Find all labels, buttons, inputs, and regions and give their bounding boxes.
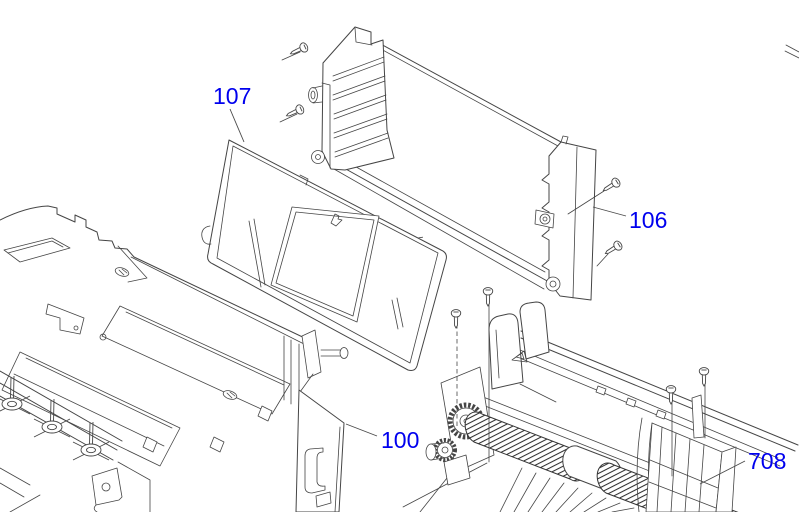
frame-post-front [488,313,524,390]
panel-top-edge [378,47,559,147]
chassis-bracket [45,303,85,335]
screw-axis-lines [279,51,301,123]
panel-flange-edge [333,168,545,290]
panel-end-cap [541,141,597,301]
round-hole [99,333,107,341]
chassis-rear-edge [0,205,312,342]
screw-icon [482,287,494,307]
oval-hole-hatch [226,391,236,399]
mid-rail [504,344,781,467]
screw-boss-hole [539,213,551,225]
wall-clip-lower [315,491,332,508]
chassis-recess-upper-floor [125,311,285,386]
screw-icon [600,176,623,195]
part-chassis-100 [0,205,349,512]
bracket-bottom-hole-inner [315,154,321,160]
tray-corner-edge [419,477,448,512]
cover-crease-left [248,218,266,288]
part-rear-panel-106 [279,26,799,301]
cover-window [270,206,380,323]
chassis-opening [3,237,71,263]
bracket-boss-core [310,90,316,100]
cover-arrow-mark [330,213,343,227]
end-cap-bottom-boss-inner [549,280,557,288]
bracket-boss-cylinder [308,87,318,103]
corner-post [301,329,322,379]
hinge-hole [101,482,111,492]
lattice-post [691,394,705,439]
vent-louvers [332,56,389,158]
shaft-clips [595,385,667,420]
panel-bottom-inner-edge [339,157,546,273]
leader-line-107 [229,108,245,143]
oval-hole [114,267,130,277]
screw-icon [450,309,462,329]
post-inner-line [495,329,500,379]
end-cap-fold-line [572,146,578,299]
end-cap-top-tab [560,135,569,145]
vent-bracket-left-strip [321,82,331,169]
post-brace [519,383,557,403]
corner-pin-head [339,347,349,359]
back-rail [520,330,799,452]
screw-icon [284,103,306,121]
callouts: 107 106 100 708 [213,83,786,485]
lattice-right-tab [715,446,737,512]
part-roller-assembly-708 [402,287,799,512]
screw-icon [602,239,625,258]
cover-crease-right [391,297,404,330]
chassis-recess-upper [101,305,291,415]
screw-icon [698,367,710,387]
shaft-knob [425,443,437,461]
vent-bracket-peak-fold [354,27,373,46]
chassis-tabs [142,405,273,453]
part-label-708: 708 [748,448,786,474]
chassis-corner-fold [117,245,148,283]
part-rear-cover-107 [201,139,447,371]
lattice-grid [648,426,719,512]
tray-rib-lines [499,467,635,512]
cover-window-inner [275,211,375,317]
bracket-boss-links [312,85,323,104]
chassis-opening-inner [7,240,64,254]
cover-top-notch [299,174,309,186]
leader-line-106 [592,206,627,217]
cover-left-tab [201,225,212,245]
shaft-links [430,442,445,461]
leader-line-100 [345,423,378,437]
frame-post-rear [519,301,550,360]
bottom-left-fragments [0,467,41,512]
vent-bracket [321,26,395,171]
end-cap-bottom-boss [545,276,561,292]
part-label-107: 107 [213,83,251,109]
screw-axis-lines [488,301,706,477]
wall-clip [304,447,326,494]
bracket-bottom-hole [311,150,325,164]
drive-gear-small [433,438,457,462]
chassis-ribs [283,335,300,409]
tray-rail-left [402,462,488,508]
bracket-hole [73,325,79,331]
chassis-recess-lower-floor [13,357,173,447]
front-face-edges [93,461,151,512]
part-label-106: 106 [629,207,667,233]
part-label-100: 100 [381,427,419,453]
gear-lower-bracket [443,454,471,486]
oval-hole [222,390,238,400]
post-triangle-mark [511,350,528,363]
oval-hole-hatch [118,268,128,276]
leader-line-708 [699,460,746,485]
corner-pin [320,349,342,357]
chassis-recess-lower [1,351,181,467]
post-to-wall [299,373,314,393]
edge-fragment [784,44,799,59]
right-wall-inner-edge [334,426,341,512]
screw-boss-hole-inner [542,216,548,222]
chassis-rear-edge-inner [130,256,309,347]
screw-axis-lines [567,190,609,267]
lattice-plate [645,422,723,512]
